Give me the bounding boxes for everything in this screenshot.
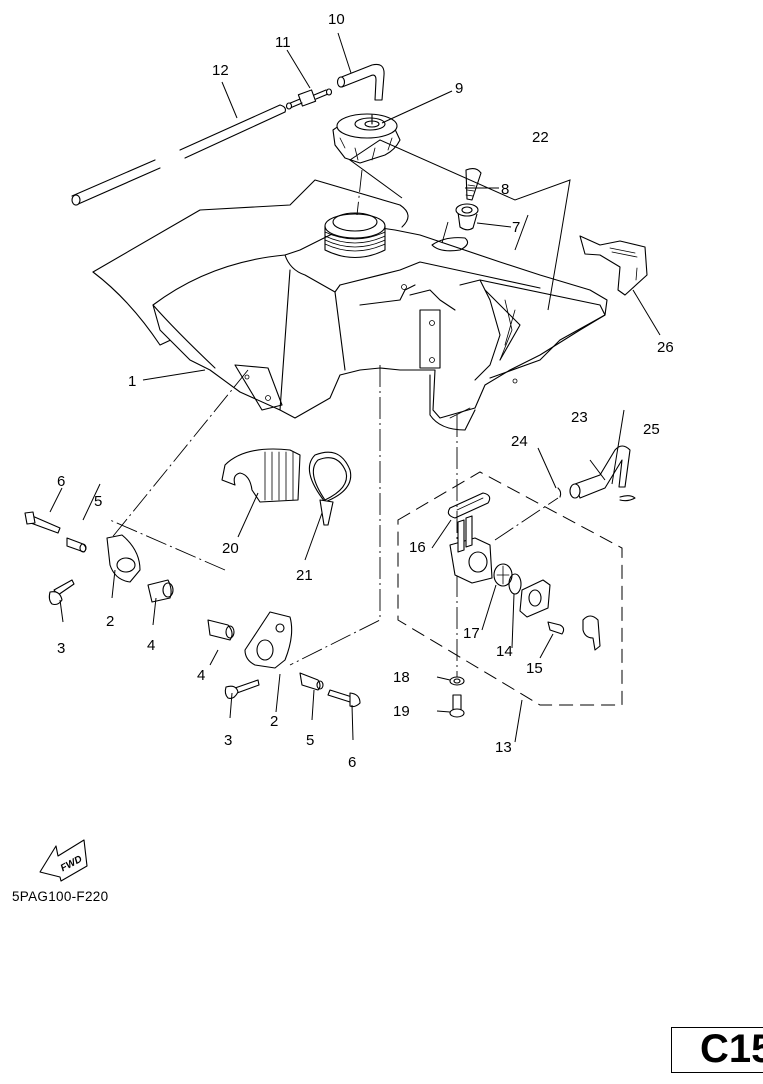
callout-18: 18 — [393, 669, 410, 686]
reference-code: 5PAG100-F220 — [12, 889, 109, 904]
callout-5b: 5 — [306, 732, 314, 749]
left-mount-hardware — [24, 511, 174, 606]
callout-6a: 6 — [57, 473, 65, 490]
callout-10: 10 — [328, 11, 345, 28]
callout-6b: 6 — [348, 754, 356, 771]
callout-4a: 4 — [147, 637, 155, 654]
callout-13: 13 — [495, 739, 512, 756]
decal-outline — [92, 179, 409, 346]
fuel-cap-9 — [332, 113, 401, 164]
band-21 — [308, 451, 352, 526]
callout-26: 26 — [657, 339, 674, 356]
breather-hose-10 — [336, 63, 385, 101]
callout-7: 7 — [512, 219, 520, 236]
callout-12: 12 — [212, 62, 229, 79]
leader-lines — [49, 32, 661, 743]
damper-7 — [455, 203, 479, 231]
callout-2a: 2 — [106, 613, 114, 630]
page-label: C15 — [700, 1027, 763, 1071]
fuel-tank — [152, 212, 608, 431]
callout-labels: 1 2 2 3 3 4 4 5 5 6 6 7 8 9 10 11 12 13 … — [57, 11, 674, 771]
callout-16: 16 — [409, 539, 426, 556]
fuel-cock-assembly — [397, 471, 623, 718]
callout-2b: 2 — [270, 713, 278, 730]
hose-12 — [71, 104, 286, 206]
callout-11: 11 — [275, 34, 291, 51]
callout-3b: 3 — [224, 732, 232, 749]
valve-11 — [285, 88, 333, 110]
right-mount-hardware — [207, 611, 361, 708]
callout-1: 1 — [128, 373, 136, 390]
callout-22: 22 — [532, 129, 549, 146]
fwd-arrow-icon: FWD — [39, 839, 88, 882]
callout-14: 14 — [496, 643, 513, 660]
callout-3a: 3 — [57, 640, 65, 657]
callout-25: 25 — [643, 421, 660, 438]
callout-23: 23 — [571, 409, 588, 426]
cover-26 — [579, 235, 648, 296]
callout-4b: 4 — [197, 667, 205, 684]
callout-20: 20 — [222, 540, 239, 557]
callout-8: 8 — [501, 181, 509, 198]
page-label-box: C15 — [671, 1027, 763, 1073]
callout-5a: 5 — [94, 493, 102, 510]
callout-21: 21 — [296, 567, 313, 584]
callout-15: 15 — [526, 660, 543, 677]
screw-8 — [465, 167, 482, 201]
grommet-20 — [221, 448, 301, 503]
callout-9: 9 — [455, 80, 463, 97]
callout-24: 24 — [511, 433, 528, 450]
callout-19: 19 — [393, 703, 410, 720]
fuel-hose-23 — [557, 445, 636, 502]
callout-17: 17 — [463, 625, 480, 642]
